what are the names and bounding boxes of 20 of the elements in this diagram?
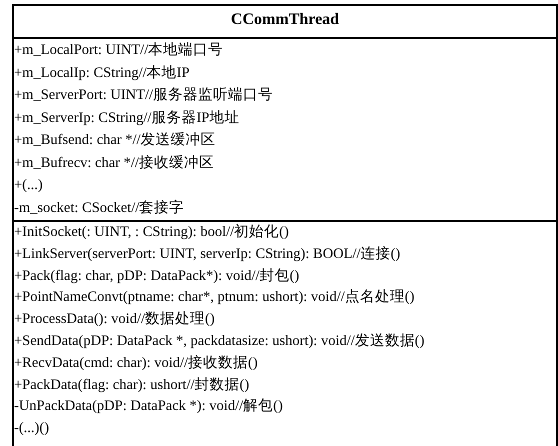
method-text: +SendData(pDP: DataPack *, packdatasize: ushort): void//发送数据() bbox=[13, 332, 426, 351]
attribute-text: +m_Bufsend: char *//发送缓冲区 bbox=[13, 131, 217, 150]
method-text: +PackData(flag: char): ushort//封数据() bbox=[13, 376, 250, 395]
method-text: +PointNameConvt(ptname: char*, ptnum: ushort): void//点名处理() bbox=[13, 288, 416, 308]
method-text: -UnPackData(pDP: DataPack *): void//解包() bbox=[13, 397, 284, 416]
class-name: CCommThread bbox=[230, 10, 340, 30]
attribute-text: +m_ServerIp: CString//服务器IP地址 bbox=[13, 108, 240, 128]
attribute-text: +(...) bbox=[13, 176, 44, 195]
attribute-text: +m_LocalPort: UINT//本地端口号 bbox=[13, 41, 224, 60]
attribute-text: +m_LocalIp: CString//本地IP bbox=[13, 64, 191, 82]
method-text: -(...)() bbox=[13, 419, 50, 438]
method-text: +Pack(flag: char, pDP: DataPack*): void//封包() bbox=[13, 266, 300, 286]
method-text: +LinkServer(serverPort: UINT, serverIp: CString): BOOL//连接() bbox=[13, 244, 402, 264]
method-text: +InitSocket(: UINT, : CString): bool//初始化() bbox=[13, 222, 290, 242]
attribute-text: +m_Bufrecv: char *//接收缓冲区 bbox=[13, 154, 215, 172]
method-text: +ProcessData(): void//数据处理() bbox=[13, 310, 216, 330]
attribute-text: +m_ServerPort: UINT//服务器监听端口号 bbox=[13, 86, 274, 105]
class-box bbox=[12, 4, 558, 446]
method-text: +RecvData(cmd: char): void//接收数据() bbox=[13, 354, 259, 373]
attribute-text: -m_socket: CSocket//套接字 bbox=[13, 198, 186, 218]
